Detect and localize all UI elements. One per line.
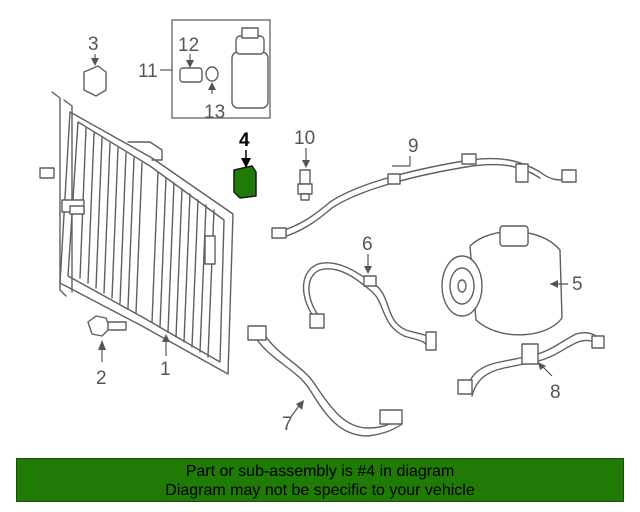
banner-line-disclaimer: Diagram may not be specific to your vehi… <box>165 482 475 499</box>
callout-13: 13 <box>204 102 225 123</box>
pressure-sensor-part-10 <box>297 148 313 201</box>
callout-12: 12 <box>178 35 199 56</box>
receiver-drier-assembly-11 <box>160 19 271 119</box>
highlighted-part-4 <box>233 150 257 199</box>
ac-hose-part-7 <box>247 325 403 437</box>
callout-11: 11 <box>138 61 158 82</box>
bracket-part-3 <box>83 54 107 97</box>
callout-1: 1 <box>160 359 171 380</box>
bolt-part-2 <box>87 315 127 362</box>
callout-5: 5 <box>572 274 583 295</box>
callout-6: 6 <box>362 234 373 255</box>
info-banner: Part or sub-assembly is #4 in diagram Di… <box>16 458 624 502</box>
callout-10: 10 <box>294 128 315 149</box>
ac-line-part-9 <box>271 153 577 239</box>
ac-compressor-part-5 <box>441 225 568 336</box>
callout-3: 3 <box>88 34 99 55</box>
ac-hose-part-6 <box>302 254 437 351</box>
callout-7: 7 <box>282 414 293 435</box>
callout-8: 8 <box>550 382 561 403</box>
callout-9: 9 <box>408 136 419 157</box>
banner-line-part-number: Part or sub-assembly is #4 in diagram <box>185 463 455 480</box>
callout-2: 2 <box>96 368 107 389</box>
callout-4: 4 <box>239 130 250 151</box>
condenser-part-1 <box>39 91 234 375</box>
parts-diagram: 1 2 3 4 5 6 7 8 9 10 11 12 13 <box>39 19 605 437</box>
ac-line-part-8 <box>457 332 605 397</box>
